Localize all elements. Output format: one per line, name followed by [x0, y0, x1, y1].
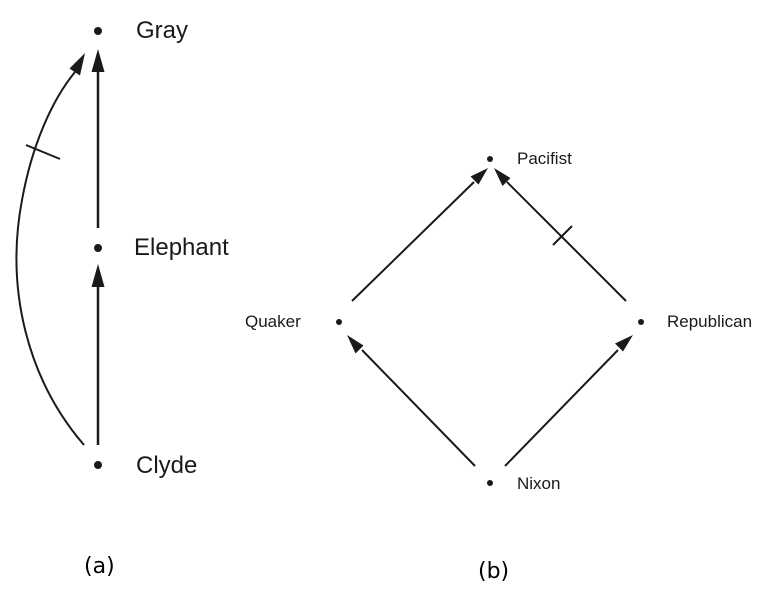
- node-dot: [487, 480, 493, 486]
- diagram-a: Gray Elephant Clyde (a): [15, 17, 229, 579]
- node-dot: [94, 244, 102, 252]
- arrowhead: [91, 264, 105, 287]
- node-label: Quaker: [245, 312, 301, 331]
- node-dot: [336, 319, 342, 325]
- node-label: Republican: [667, 312, 752, 331]
- arrowhead: [347, 335, 364, 354]
- edge-nixon-to-quaker: [347, 335, 476, 467]
- edge-nixon-to-republican: [504, 335, 633, 467]
- node-clyde: Clyde: [94, 452, 197, 479]
- node-dot: [94, 27, 102, 35]
- arrowhead: [91, 49, 105, 72]
- node-label: Clyde: [136, 452, 197, 479]
- arrowhead: [615, 335, 633, 352]
- arrowhead: [494, 168, 511, 186]
- node-dot: [94, 461, 102, 469]
- edge-elephant-to-gray: [91, 49, 105, 228]
- node-pacifist: Pacifist: [487, 149, 572, 168]
- node-elephant: Elephant: [94, 234, 229, 261]
- node-label: Nixon: [517, 474, 560, 493]
- negation-tick: [552, 225, 573, 246]
- diagram-caption-b: (b): [478, 559, 509, 584]
- edge-quaker-to-pacifist: [351, 168, 488, 302]
- diagram-b: Pacifist Quaker Republican Nixon (b): [245, 149, 752, 584]
- edge-clyde-to-elephant: [91, 264, 105, 445]
- diagram-caption-a: (a): [84, 554, 115, 579]
- node-gray: Gray: [94, 17, 188, 44]
- node-dot: [487, 156, 493, 162]
- node-republican: Republican: [638, 312, 752, 331]
- node-label: Pacifist: [517, 149, 572, 168]
- node-label: Elephant: [134, 234, 229, 261]
- node-nixon: Nixon: [487, 474, 560, 493]
- node-dot: [638, 319, 644, 325]
- negation-tick: [25, 144, 61, 160]
- arrowhead: [69, 53, 85, 76]
- edge-republican-to-pacifist-negated: [494, 168, 627, 302]
- edge-clyde-to-gray-negated: [15, 53, 85, 446]
- node-quaker: Quaker: [245, 312, 342, 331]
- arrowhead: [470, 168, 488, 185]
- node-label: Gray: [136, 17, 188, 44]
